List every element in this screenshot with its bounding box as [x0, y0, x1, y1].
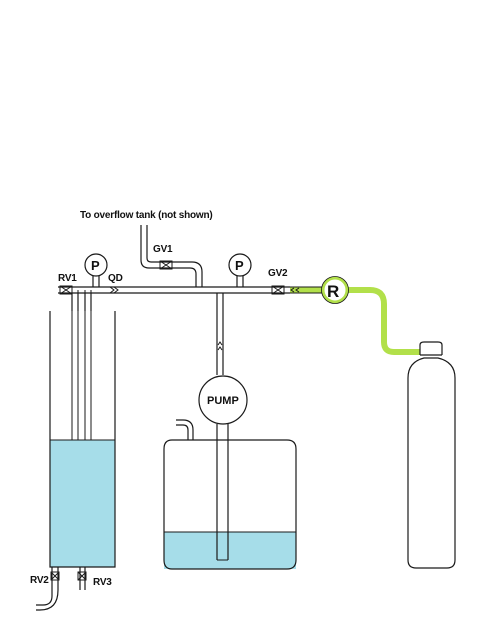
rv1-label: RV1 [58, 273, 77, 284]
rv3-valve[interactable] [77, 571, 87, 581]
reservoir-liquid [164, 532, 296, 569]
right-pressure-gauge: P [228, 253, 252, 287]
gv2-valve[interactable] [271, 285, 285, 295]
gas-supply-line [289, 286, 420, 355]
rv2-drain-line [36, 567, 53, 606]
gas-quick-disconnect[interactable] [290, 287, 300, 293]
rv2-label: RV2 [30, 575, 49, 586]
right-gauge-label: P [235, 258, 244, 273]
left-vessel-outline [49, 311, 116, 568]
regulator-label: R [327, 282, 339, 301]
rv3-label: RV3 [93, 577, 112, 588]
left-pressure-gauge: P [84, 253, 108, 287]
main-manifold [58, 286, 290, 311]
pump-line [216, 293, 224, 375]
regulator[interactable]: R [321, 276, 349, 304]
left-gauge-label: P [91, 258, 100, 273]
reservoir-tank [163, 419, 297, 570]
rv2-valve[interactable] [50, 571, 60, 581]
left-vessel-liquid [50, 440, 115, 567]
gv2-label: GV2 [268, 268, 288, 279]
left-vessel [36, 290, 116, 611]
dip-tube-left [71, 290, 79, 440]
gas-cylinder [407, 341, 456, 569]
pump-line-disconnect[interactable] [217, 341, 223, 351]
overflow-line [140, 225, 203, 287]
rv1-valve[interactable] [59, 285, 73, 295]
dip-tube-right [84, 290, 92, 440]
qd-label: QD [108, 273, 123, 284]
rv2-drain-line-inner [36, 567, 59, 611]
pump[interactable]: PUMP [198, 375, 248, 425]
gv1-label: GV1 [153, 244, 173, 255]
overflow-tank-note: To overflow tank (not shown) [80, 210, 213, 221]
qd-quick-disconnect[interactable] [109, 286, 119, 294]
pump-label: PUMP [207, 395, 239, 407]
gv1-valve[interactable] [159, 260, 173, 270]
